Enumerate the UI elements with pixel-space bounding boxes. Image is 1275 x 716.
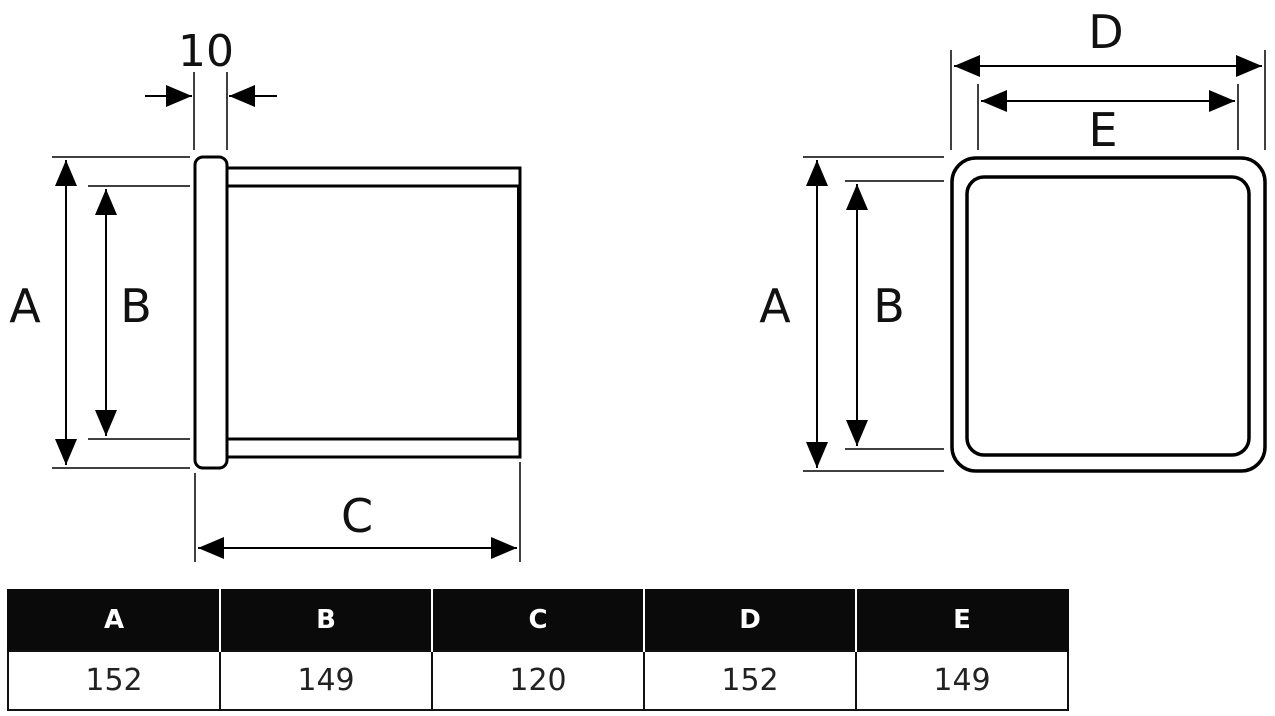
label-b-side: B [120, 279, 152, 333]
label-d: D [1088, 5, 1123, 59]
table-header-e: E [855, 589, 1069, 651]
side-view-dimension-lines [55, 85, 517, 559]
table-value-b: 149 [219, 650, 433, 711]
front-view-extension-lines [803, 50, 1266, 472]
label-e: E [1088, 103, 1117, 157]
front-view-dimension-lines [806, 55, 1262, 468]
table-header-a: A [7, 589, 221, 651]
body-outline [225, 166, 522, 459]
table-header-c: C [431, 589, 645, 651]
table-value-e: 149 [855, 650, 1069, 711]
flange-label: 10 [178, 26, 234, 77]
front-inner-opening [965, 175, 1251, 457]
front-view [950, 156, 1267, 473]
side-view [193, 155, 522, 470]
table-row: 152 149 120 152 149 [7, 650, 1069, 711]
table-header-b: B [219, 589, 433, 651]
label-a-side: A [9, 279, 41, 333]
table-value-d: 152 [643, 650, 857, 711]
table-header-row: A B C D E [7, 589, 1069, 651]
front-outer-frame [950, 156, 1267, 473]
label-c: C [341, 489, 373, 543]
table-value-a: 152 [7, 650, 221, 711]
table-value-c: 120 [431, 650, 645, 711]
side-view-extension-lines [52, 72, 521, 562]
dimensions-table: A B C D E 152 149 120 152 149 [7, 589, 1069, 711]
label-b-front: B [873, 279, 905, 333]
table-header-d: D [643, 589, 857, 651]
flange-outline [193, 155, 229, 470]
label-a-front: A [759, 279, 791, 333]
